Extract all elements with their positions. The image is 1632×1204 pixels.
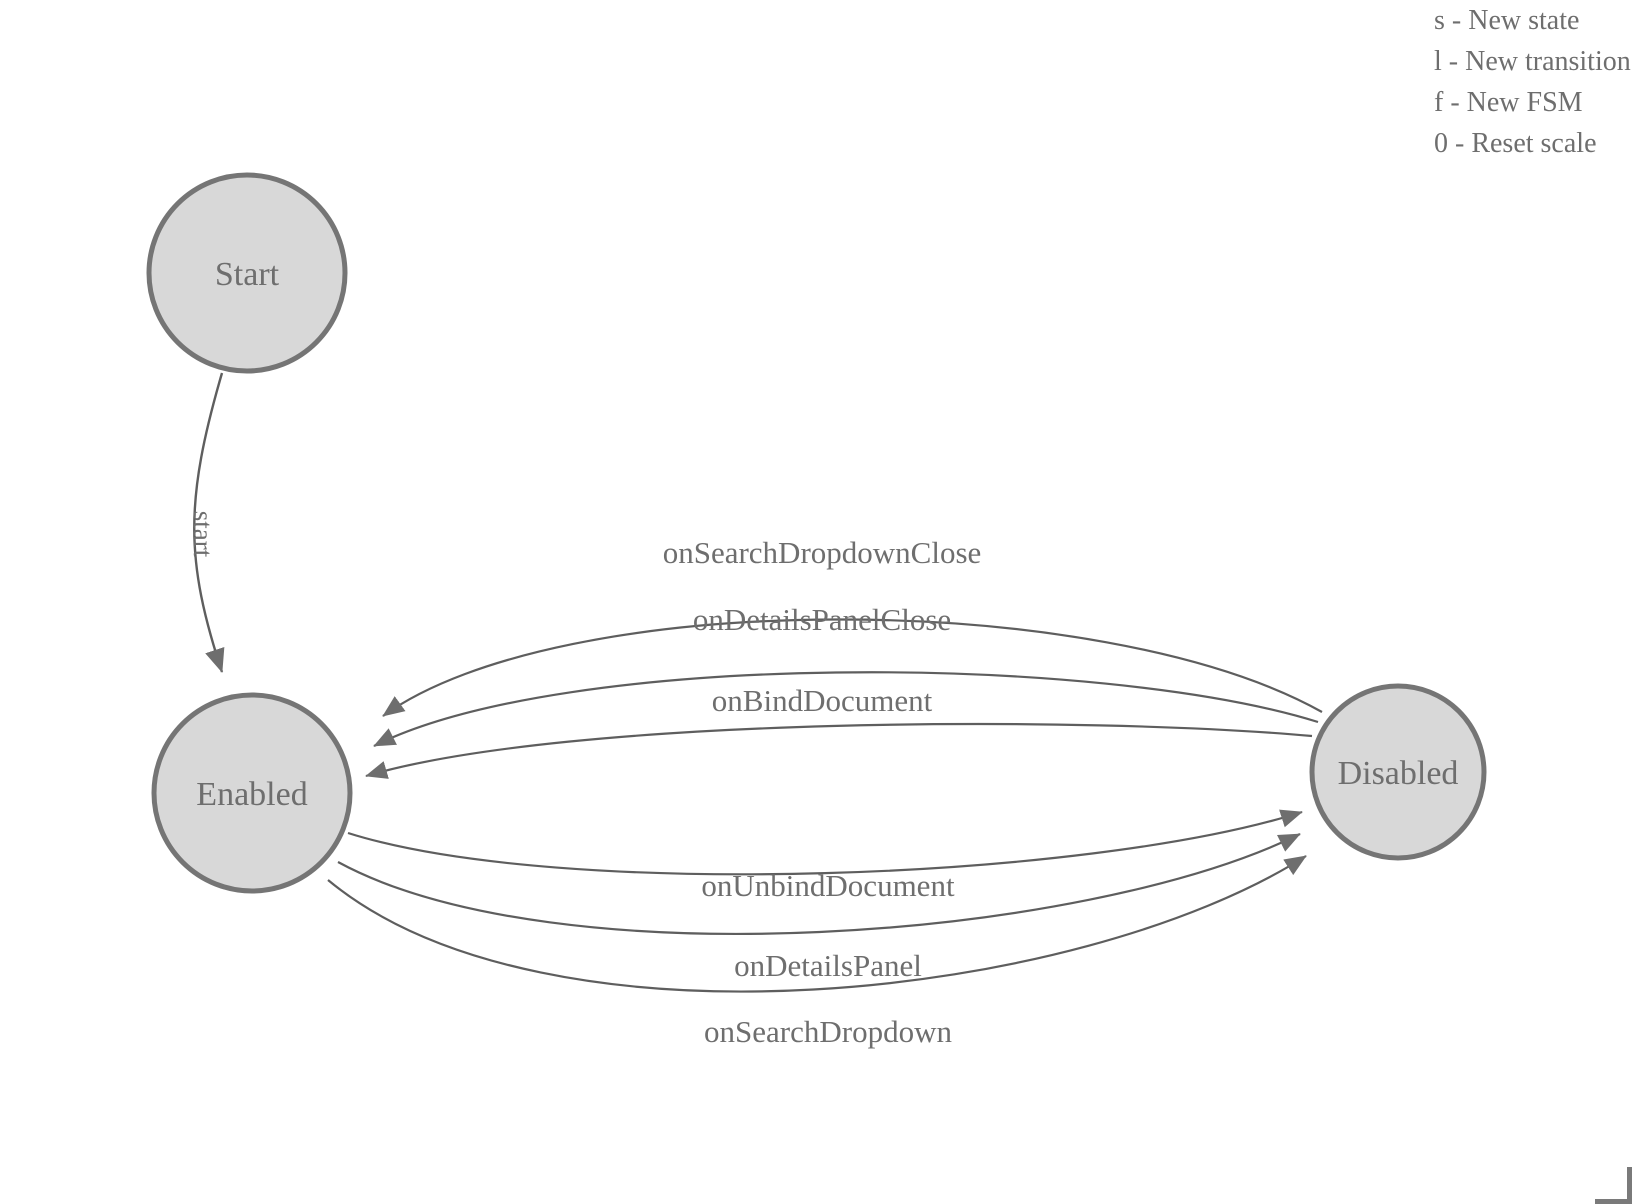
state-circle-enabled[interactable] (151, 692, 353, 894)
edge-label-on-bind-document: onBindDocument (712, 683, 933, 718)
edge-label-on-search-dropdown: onSearchDropdown (704, 1014, 952, 1049)
edge-path-on-search-dropdown-close (382, 618, 1323, 717)
state-circle-disabled[interactable] (1309, 683, 1487, 861)
edge-path-on-unbind-document (347, 809, 1303, 876)
state-node-enabled[interactable]: Enabled (151, 692, 353, 894)
state-label-enabled: Enabled (196, 776, 307, 813)
edge-enabled-to-disabled-search-dropdown[interactable]: onSearchDropdown (327, 855, 1307, 1049)
edge-start-to-enabled[interactable]: start (188, 372, 225, 673)
edge-label-on-search-dropdown-close: onSearchDropdownClose (663, 535, 982, 570)
state-node-disabled[interactable]: Disabled (1309, 683, 1487, 861)
edge-label-on-details-panel-close: onDetailsPanelClose (693, 602, 951, 637)
edge-enabled-to-disabled-unbind-document[interactable]: onUnbindDocument (347, 809, 1303, 903)
edge-disabled-to-enabled-bind-document[interactable]: onBindDocument (365, 683, 1313, 779)
edge-path-start (193, 372, 225, 673)
edge-path-on-search-dropdown (327, 855, 1307, 993)
state-node-start[interactable]: Start (146, 172, 348, 374)
edge-label-on-unbind-document: onUnbindDocument (701, 868, 955, 903)
edge-path-on-details-panel-close (373, 671, 1319, 747)
edge-path-on-details-panel (337, 833, 1301, 935)
edge-enabled-to-disabled-details-panel[interactable]: onDetailsPanel (337, 833, 1301, 983)
state-label-start: Start (215, 256, 280, 293)
edge-label-start: start (188, 511, 218, 558)
resize-handle-corner[interactable] (1595, 1167, 1632, 1204)
edge-disabled-to-enabled-search-dropdown-close[interactable]: onSearchDropdownClose (382, 535, 1323, 717)
edge-disabled-to-enabled-details-panel-close[interactable]: onDetailsPanelClose (373, 602, 1319, 747)
edge-path-on-bind-document (365, 722, 1313, 779)
state-circle-start[interactable] (146, 172, 348, 374)
edge-label-on-details-panel: onDetailsPanel (734, 948, 922, 983)
state-label-disabled: Disabled (1338, 755, 1459, 792)
